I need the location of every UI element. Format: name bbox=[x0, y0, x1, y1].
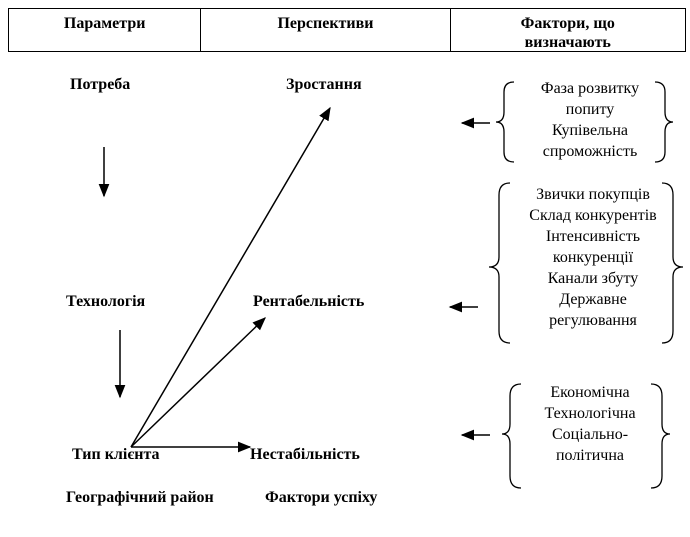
factor-line: Склад конкурентів bbox=[529, 207, 657, 224]
header-parameters: Параметри bbox=[9, 9, 202, 51]
brace-right-group3 bbox=[650, 383, 671, 489]
factor-line: Звички покупців bbox=[536, 186, 650, 203]
factor-line: Соціально- bbox=[551, 426, 629, 443]
factors-group-3: Економічна Технологічна Соціально- політ… bbox=[520, 382, 660, 466]
param-need: Потреба bbox=[70, 76, 131, 93]
brace-right-group2 bbox=[661, 182, 684, 344]
param-technology: Технологія bbox=[66, 293, 146, 310]
factor-line: Купівельна bbox=[552, 122, 628, 139]
header-table: Параметри Перспективи Фактори, що визнач… bbox=[8, 8, 686, 52]
factor-line: Технологічна bbox=[544, 405, 636, 422]
prospect-success-factors: Фактори успіху bbox=[265, 489, 378, 506]
brace-left-group3 bbox=[501, 383, 522, 489]
prospect-profitability: Рентабельність bbox=[253, 293, 365, 310]
brace-right-group1 bbox=[654, 81, 674, 163]
param-geo-region: Географічний район bbox=[66, 489, 214, 506]
factor-line: конкуренції bbox=[552, 249, 634, 266]
param-client-type: Тип клієнта bbox=[72, 446, 160, 463]
factor-line: попиту bbox=[565, 101, 615, 118]
header-factors: Фактори, що визначають bbox=[520, 15, 615, 51]
factors-group-1: Фаза розвитку попиту Купівельна спроможн… bbox=[520, 78, 660, 162]
brace-left-group2 bbox=[488, 182, 511, 344]
factor-line: Економічна bbox=[550, 384, 630, 401]
factor-line: політична bbox=[555, 447, 625, 464]
factor-line: Канали збуту bbox=[547, 270, 639, 287]
brace-left-group1 bbox=[495, 81, 515, 163]
header-prospects: Перспективи bbox=[201, 9, 451, 51]
prospect-growth: Зростання bbox=[286, 76, 362, 93]
arrow-client-to-profitability bbox=[130, 317, 266, 448]
factor-line: спроможність bbox=[542, 143, 638, 160]
factor-line: Державне bbox=[559, 291, 627, 308]
factor-line: Інтенсивність bbox=[545, 228, 641, 245]
factor-line: регулювання bbox=[549, 312, 637, 329]
factors-group-2: Звички покупців Склад конкурентів Інтенс… bbox=[508, 184, 678, 331]
factor-line: Фаза розвитку bbox=[540, 80, 640, 97]
arrow-client-to-growth bbox=[130, 106, 331, 448]
prospect-instability: Нестабільність bbox=[250, 446, 360, 463]
